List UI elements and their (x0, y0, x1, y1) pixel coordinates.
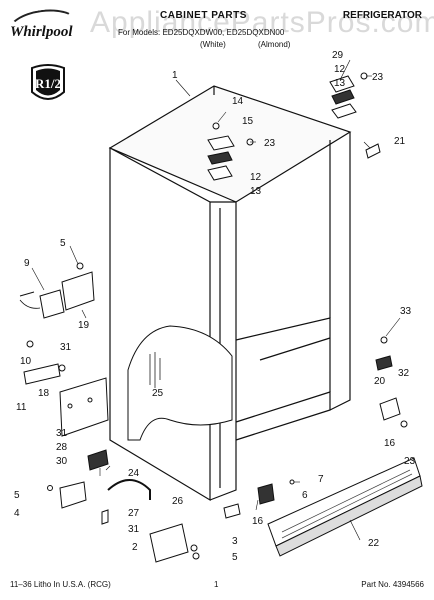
leader-lines (31, 59, 401, 541)
part-number: Part No. 4394566 (361, 580, 424, 589)
lower-bracket (59, 377, 109, 437)
models-line: For Models: ED25DQXDW00, ED25DQXDN00 (118, 28, 285, 37)
bracket-30 (87, 449, 109, 471)
callout-29: 29 (332, 50, 344, 61)
water-valve (149, 523, 200, 563)
callout-31: 31 (60, 342, 72, 353)
footer-litho: 11–36 Litho In U.S.A. (RCG) (10, 580, 111, 589)
callout-18: 18 (38, 388, 50, 399)
cabinet (108, 85, 352, 502)
callout-16: 16 (384, 438, 396, 449)
callout-33: 33 (400, 306, 412, 317)
callout-12b: 12 (250, 172, 262, 183)
hinge-bracket-21 (365, 143, 381, 159)
callout-31b: 31 (56, 428, 68, 439)
page-number: 1 (214, 580, 219, 589)
callout-14: 14 (232, 96, 244, 107)
whirlpool-logo: Whirlpool (5, 5, 81, 49)
clamp-4 (59, 481, 87, 509)
top-hinge-left (207, 122, 254, 181)
callout-1: 1 (172, 70, 178, 81)
sidewall-insulation (149, 352, 161, 388)
callout-5: 5 (60, 238, 66, 249)
watermark: AppliancePartsPros.com (90, 6, 434, 39)
callout-32: 32 (398, 368, 410, 379)
callout-22: 22 (368, 538, 380, 549)
valve-27 (101, 509, 109, 525)
left-small-parts (23, 340, 66, 385)
callout-13b: 13 (250, 186, 262, 197)
callout-16b: 16 (252, 516, 264, 527)
callout-20: 20 (374, 376, 386, 387)
callout-labels: 1 29 12 13 23 14 15 23 12 13 21 5 9 19 3… (14, 50, 416, 563)
callout-23b: 23 (264, 138, 276, 149)
badge-text: R1/2 (35, 76, 61, 91)
screw-5 (47, 485, 53, 491)
callout-23c: 23 (404, 456, 416, 467)
page-title: CABINET PARTS (160, 10, 247, 21)
callout-5c: 5 (232, 552, 238, 563)
callout-19: 19 (78, 320, 90, 331)
right-parts (375, 336, 408, 428)
color-white: (White) (200, 40, 226, 49)
callout-12: 12 (334, 64, 346, 75)
interior-cutout (127, 325, 233, 441)
callout-2: 2 (132, 542, 138, 553)
callout-10: 10 (20, 356, 32, 367)
tube-24 (107, 479, 151, 500)
callout-24: 24 (128, 468, 140, 479)
logo-brand-text: Whirlpool (10, 24, 73, 40)
callout-26: 26 (172, 496, 184, 507)
color-legend: (White) (Almond) (200, 40, 320, 49)
wire-harness (19, 299, 41, 309)
leveling-parts (223, 479, 295, 519)
callout-31c: 31 (128, 524, 140, 535)
top-hinge-right (329, 72, 368, 119)
category-label: REFRIGERATOR (342, 10, 422, 21)
callout-11: 11 (16, 402, 27, 413)
callout-15: 15 (242, 116, 254, 127)
callout-23: 23 (372, 72, 384, 83)
callout-13: 13 (334, 78, 346, 89)
callout-21: 21 (394, 136, 406, 147)
callout-9: 9 (24, 258, 30, 269)
toe-grille (267, 457, 423, 557)
callout-5b: 5 (14, 490, 20, 501)
callout-3: 3 (232, 536, 238, 547)
color-almond: (Almond) (258, 40, 291, 49)
callout-27: 27 (128, 508, 140, 519)
callout-25: 25 (152, 388, 164, 399)
callout-4: 4 (14, 508, 20, 519)
callout-30: 30 (56, 456, 68, 467)
callout-28: 28 (56, 442, 68, 453)
callout-6: 6 (302, 490, 308, 501)
control-box (19, 262, 95, 319)
callout-7: 7 (318, 474, 324, 485)
r12-badge: R1/2 (31, 64, 65, 100)
